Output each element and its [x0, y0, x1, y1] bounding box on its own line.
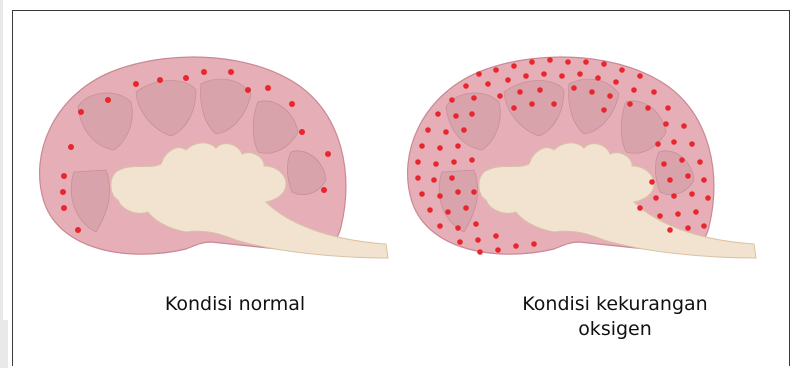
caption-hypoxia-line2: oksigen — [490, 317, 740, 342]
caption-hypoxia: Kondisi kekurangan oksigen — [490, 292, 740, 342]
kidney-hypoxia-illustration — [404, 52, 764, 267]
caption-normal-text: Kondisi normal — [165, 293, 305, 315]
caption-hypoxia-line1: Kondisi kekurangan — [490, 292, 740, 317]
left-edge-strip — [0, 0, 3, 368]
left-edge-strip-bottom — [0, 320, 8, 368]
caption-normal: Kondisi normal — [120, 292, 350, 317]
kidney-normal-illustration — [36, 52, 396, 267]
